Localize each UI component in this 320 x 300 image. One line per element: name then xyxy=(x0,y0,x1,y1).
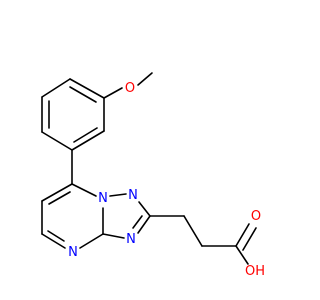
bond-triazole xyxy=(102,233,125,239)
bridgehead-nitrogen-label: N xyxy=(98,191,108,206)
carbonyl-oxygen-label: O xyxy=(251,209,261,224)
triazole-nitrogen-bottom-label: N xyxy=(126,232,136,247)
bond-phenyl xyxy=(71,130,105,151)
bond-hydroxyl xyxy=(235,245,249,265)
background xyxy=(0,0,300,300)
bond-pyrimidine xyxy=(71,183,97,197)
bond-pyrimidine xyxy=(79,233,104,249)
bond-pyrimidine xyxy=(41,233,66,249)
bond-pyrimidine-inner xyxy=(47,230,65,242)
bond-phenyl xyxy=(41,131,73,151)
bond-chain xyxy=(183,215,203,247)
bond-carbonyl xyxy=(242,227,257,251)
bond-pyrimidine xyxy=(41,183,73,202)
bond-phenyl xyxy=(69,78,105,99)
bond-triazole xyxy=(109,193,127,197)
bonds xyxy=(41,72,257,265)
structure-canvas: O N N N N O OH xyxy=(0,0,300,300)
bond-triazole xyxy=(138,201,151,217)
atom-labels: O N N N N O OH xyxy=(68,81,265,279)
bond-pyrimidine-inner xyxy=(48,191,71,205)
bond-phenyl xyxy=(41,78,71,98)
methoxy-oxygen-label: O xyxy=(125,81,135,96)
triazole-nitrogen-top-label: N xyxy=(128,188,138,203)
hydroxyl-label: OH xyxy=(245,264,265,279)
bond-carbonyl xyxy=(235,223,250,247)
bond-methoxy xyxy=(103,87,123,99)
bond-triazole xyxy=(137,215,151,234)
molecule-drawing: O N N N N O OH xyxy=(0,0,300,300)
pyrimidine-nitrogen-label: N xyxy=(68,245,78,260)
bond-triazole-inner xyxy=(132,215,143,229)
bond-phenyl-inner xyxy=(73,127,98,143)
bond-methyl xyxy=(137,72,153,86)
bond-phenyl-inner xyxy=(69,86,97,103)
